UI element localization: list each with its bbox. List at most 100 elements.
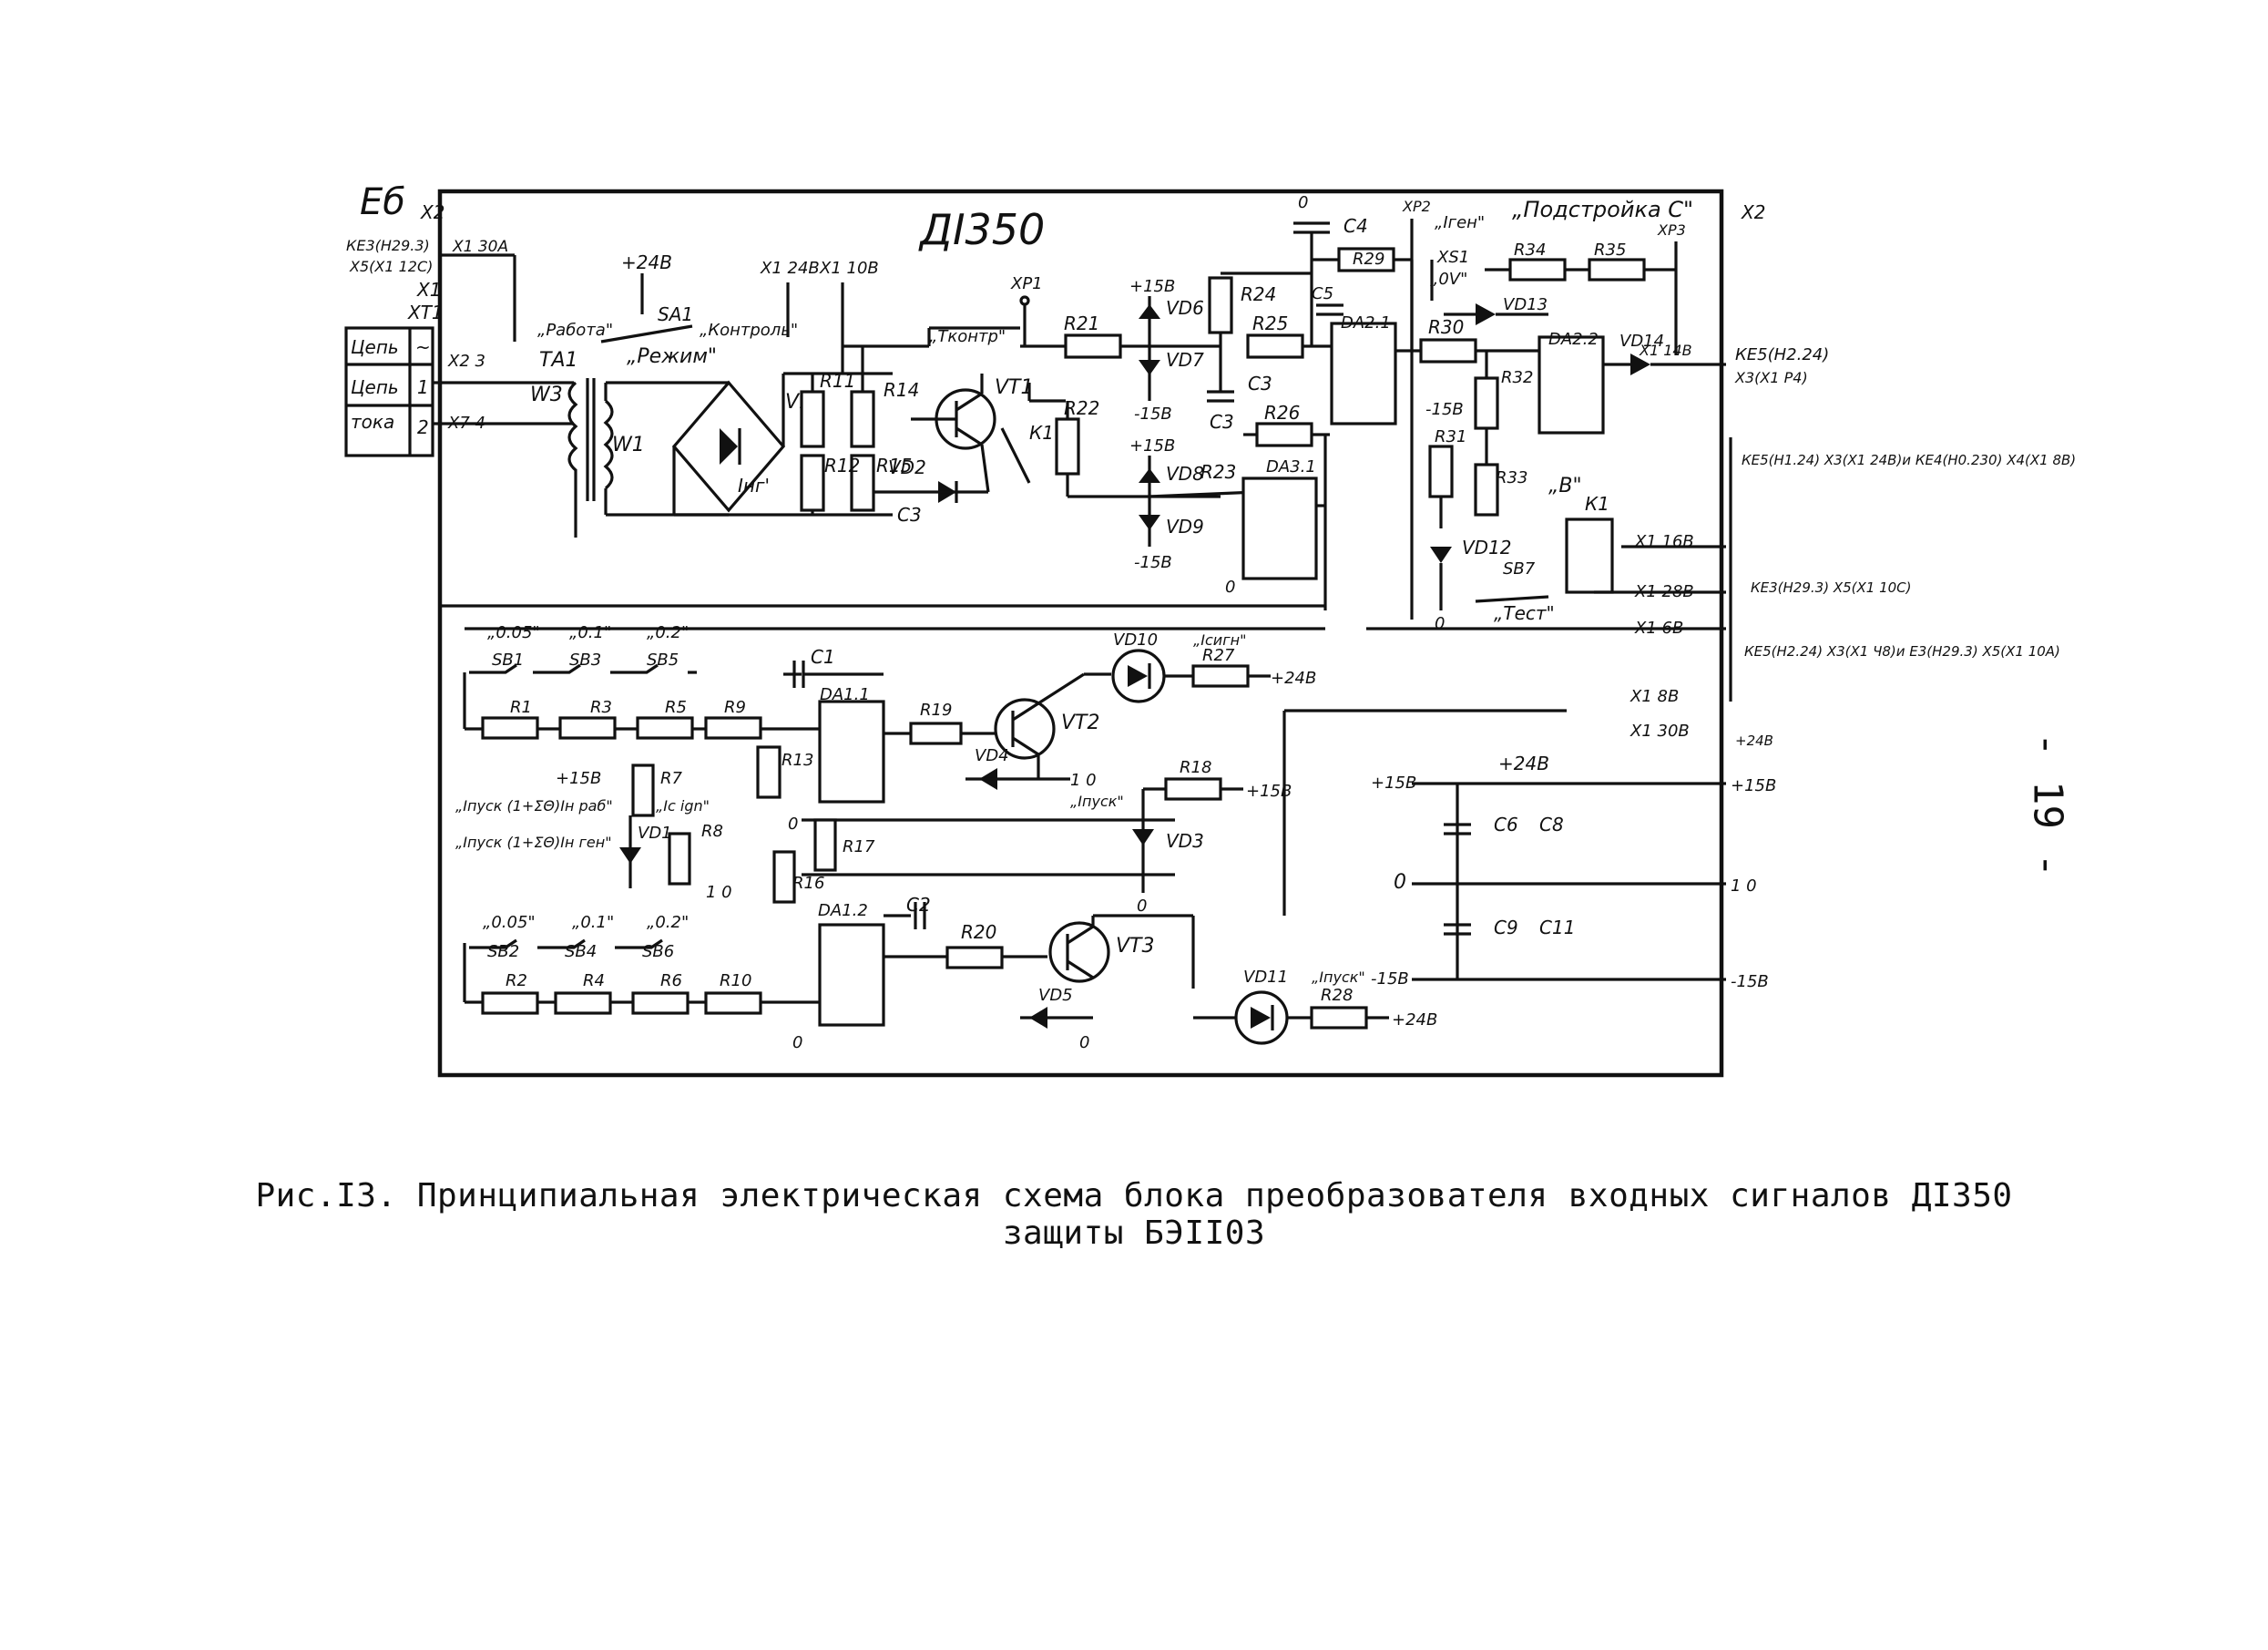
label-da12-0: 0 xyxy=(792,1033,802,1052)
label-x1-16v: Х1 16В xyxy=(1634,532,1694,551)
label-vt1: VT1 xyxy=(995,376,1034,399)
transformer-ta1: ТА1 W3 W1 xyxy=(530,349,645,501)
label-r10: R10 xyxy=(720,971,751,990)
label-c5: С5 xyxy=(1312,284,1333,303)
label-r1: R1 xyxy=(510,698,532,717)
led-vd10: VD10 xyxy=(1111,630,1166,703)
label-x1-30v: Х1 30В xyxy=(1629,722,1690,741)
wire-vt2-col xyxy=(1037,672,1085,705)
label-sb4: SB4 xyxy=(565,942,597,961)
block-outline xyxy=(437,189,1724,1078)
zener-vd6-vd7: +15В VD6 VD7 -15В xyxy=(1129,277,1204,424)
label-r26: R26 xyxy=(1264,402,1300,424)
resistor-r25 xyxy=(1246,333,1304,359)
label-ke5-out: КЕ5(Н2.24) xyxy=(1735,345,1829,364)
label-r15: R15 xyxy=(876,455,912,477)
label-x1: Х1 xyxy=(416,279,441,301)
resistor-r17 xyxy=(813,818,837,872)
label-xp3: ХР3 xyxy=(1657,221,1686,239)
label-sb1: SB1 xyxy=(492,651,524,670)
label-sb7: SB7 xyxy=(1503,559,1536,579)
label-r8-10: 1 0 xyxy=(706,883,732,902)
label-f4: „Iпуск (1+ΣΘ)Iн ген" xyxy=(455,834,612,851)
label-r25: R25 xyxy=(1252,313,1288,334)
label-right-group2: КЕ3(Н29.3) Х5(Х1 10С) xyxy=(1751,579,1912,596)
switch-row-1: „0.05" „0.1" „0.2" SB1 SB3 SB5 R1 R3 R5 … xyxy=(463,623,820,740)
switch-sa1-lever xyxy=(600,324,693,343)
label-w3: W3 xyxy=(530,384,563,406)
label-r12: R12 xyxy=(824,455,860,477)
label-vd3-0: 0 xyxy=(1137,897,1147,916)
label-c-bottom: С3 xyxy=(897,504,922,526)
resistor-r35 xyxy=(1588,258,1646,282)
label-x5: Х5(Х1 12С) xyxy=(349,258,433,275)
label-r13: R13 xyxy=(782,751,813,770)
label-vd8: VD8 xyxy=(1166,463,1204,485)
resistor-r28 xyxy=(1310,1006,1368,1030)
xp1-terminal xyxy=(1019,295,1030,306)
zener-vd12 xyxy=(1430,547,1452,563)
label-vd10: VD10 xyxy=(1113,630,1158,650)
label-p15-rail: +15В xyxy=(1371,774,1416,793)
label-podstroika: „Подстройка С" xyxy=(1512,197,1693,222)
label-k1: К1 xyxy=(1029,422,1054,444)
term-label-1: Цепь xyxy=(351,336,399,358)
opamp-da21 xyxy=(1330,322,1397,425)
opamp-da11 xyxy=(818,700,885,804)
label-f3: „Iпуск (1+ΣΘ)Iн раб" xyxy=(455,797,613,815)
resistor-r30 xyxy=(1419,338,1477,364)
label-tkontr: „Тконтр" xyxy=(929,327,1006,346)
label-rabota: „Работа" xyxy=(537,321,613,340)
label-vd1: VD1 xyxy=(638,824,672,843)
label-r35: R35 xyxy=(1594,241,1626,260)
transistor-vt3: VT3 xyxy=(1048,921,1155,983)
transistor-vt1: VT1 xyxy=(935,376,1034,450)
label-m15-out: -15В xyxy=(1731,972,1769,991)
resistor-r19 xyxy=(909,722,963,745)
term-label-3: тока xyxy=(351,411,394,433)
label-r11: R11 xyxy=(820,370,855,392)
label-r20: R20 xyxy=(961,921,996,943)
label-igen: „Iген" xyxy=(1435,213,1485,232)
label-r19: R19 xyxy=(920,701,952,720)
label-r4: R4 xyxy=(583,971,605,990)
label-da12: DA1.2 xyxy=(818,901,868,920)
label-da31-0: 0 xyxy=(1225,578,1235,597)
resistor-r13 xyxy=(756,745,782,799)
resistor-r21 xyxy=(1064,333,1122,359)
label-vd5: VD5 xyxy=(1038,986,1073,1005)
zener-vd8-vd9: +15В VD8 VD9 -15В xyxy=(1129,436,1204,572)
resistor-r34 xyxy=(1508,258,1567,282)
label-r22: R22 xyxy=(1064,397,1099,419)
label-r31-m15: -15В xyxy=(1425,400,1464,419)
label-c6: С6 xyxy=(1494,814,1518,835)
label-r34: R34 xyxy=(1514,241,1546,260)
label-r8: R8 xyxy=(701,822,723,841)
label-sw2-01: „0.1" xyxy=(572,913,614,932)
resistor-r18 xyxy=(1164,777,1222,801)
label-r9: R9 xyxy=(724,698,746,717)
label-r28-p24: +24В xyxy=(1392,1010,1437,1030)
label-r24: R24 xyxy=(1241,283,1276,305)
opamp-da22 xyxy=(1538,335,1605,435)
label-icign: „Iс ign" xyxy=(656,797,710,815)
zener-vd3 xyxy=(1132,829,1154,845)
label-ke3: КЕ3(Н29.3) xyxy=(346,237,430,254)
label-vd9: VD9 xyxy=(1166,516,1204,538)
label-vd2: VD2 xyxy=(888,456,926,478)
resistor-r24 xyxy=(1208,276,1233,334)
label-r16-0: 0 xyxy=(788,815,798,834)
label-c9: С9 xyxy=(1494,917,1518,938)
wire-vt1-em xyxy=(980,444,990,493)
resistor-group-r11: R11 R12 R14 R15 xyxy=(800,370,919,512)
relay-k1-coil xyxy=(1000,427,1031,484)
label-r21: R21 xyxy=(1064,313,1099,334)
label-xs1: ХS1 xyxy=(1436,248,1469,267)
label-p24-top: +24В xyxy=(621,251,672,273)
label-sb2: SB2 xyxy=(487,942,519,961)
label-vd13: VD13 xyxy=(1503,295,1548,314)
relay-k1 xyxy=(1565,518,1614,594)
label-r14: R14 xyxy=(884,379,919,401)
